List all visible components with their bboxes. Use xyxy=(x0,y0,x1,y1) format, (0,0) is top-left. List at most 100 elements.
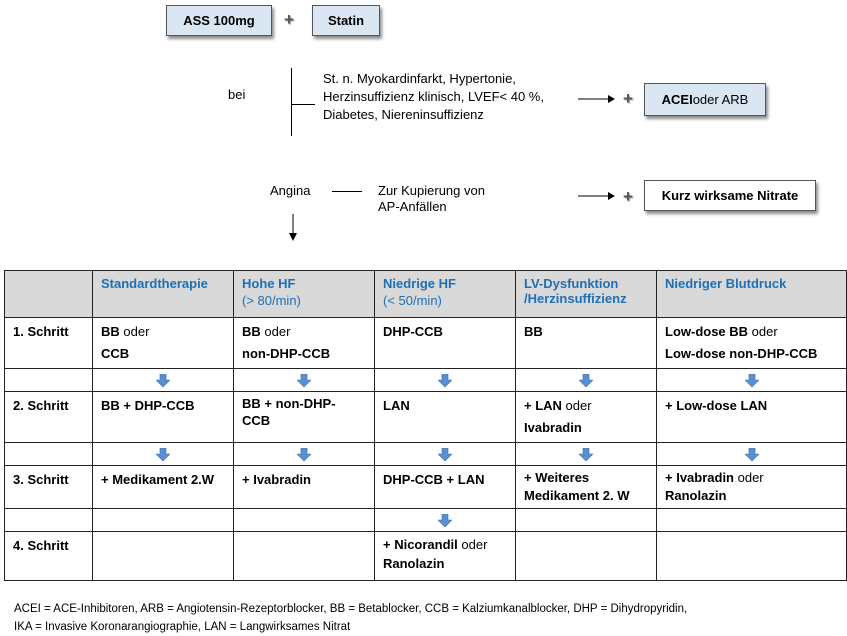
step-label: 3. Schritt xyxy=(4,465,93,509)
acei-rest-label: oder ARB xyxy=(692,92,749,107)
statin-box: Statin xyxy=(312,5,380,36)
table-cell: LAN xyxy=(374,391,516,443)
table-cell: + Medikament 2.W xyxy=(92,465,234,509)
table-cell: + Low-dose LAN xyxy=(656,391,847,443)
ass-box: ASS 100mg xyxy=(166,5,272,36)
table-cell xyxy=(4,368,93,392)
table-cell xyxy=(4,442,93,466)
table-cell: + Ivabradin xyxy=(233,465,375,509)
header-cell: Niedrige HF (< 50/min) xyxy=(374,270,516,318)
header-subtitle: /Herzinsuffizienz xyxy=(524,291,627,306)
header-subtitle: (> 80/min) xyxy=(242,293,301,308)
table-cell xyxy=(233,531,375,581)
plus-icon: + xyxy=(623,89,633,108)
header-title: Niedriger Blutdruck xyxy=(665,276,787,291)
kupierung-line: Zur Kupierung von xyxy=(378,183,485,198)
arrow-right-icon xyxy=(578,95,615,103)
header-cell xyxy=(4,270,93,318)
bei-label: bei xyxy=(228,87,246,102)
down-arrow-icon xyxy=(156,373,170,387)
arrow-down-icon xyxy=(289,214,297,241)
down-arrow-icon xyxy=(744,447,759,461)
table-cell: BB + DHP-CCB xyxy=(92,391,234,443)
step-label: 1. Schritt xyxy=(4,317,93,369)
table-cell xyxy=(92,442,234,466)
down-arrow-icon xyxy=(297,447,311,461)
bracket-horizontal-line xyxy=(291,104,315,105)
step-label: 4. Schritt xyxy=(4,531,93,581)
header-title: LV-Dysfunktion xyxy=(524,276,619,291)
plus-icon: + xyxy=(623,187,633,206)
table-cell xyxy=(515,368,657,392)
table-cell xyxy=(374,508,516,532)
header-title: Hohe HF xyxy=(242,276,296,291)
header-title: Standardtherapie xyxy=(101,276,208,291)
header-cell: Niedriger Blutdruck xyxy=(656,270,847,318)
table-row: 3. Schritt + Medikament 2.W + Ivabradin … xyxy=(4,465,847,509)
arrow-row xyxy=(4,442,847,466)
table-cell xyxy=(656,531,847,581)
down-arrow-icon xyxy=(156,447,170,461)
angina-label: Angina xyxy=(270,183,311,198)
legend-line: ACEI = ACE-Inhibitoren, ARB = Angiotensi… xyxy=(14,603,688,615)
down-arrow-icon xyxy=(438,513,452,527)
arrow-row xyxy=(4,508,847,532)
step-label: 2. Schritt xyxy=(4,391,93,443)
header-title: Niedrige HF xyxy=(383,276,456,291)
legend-line: IKA = Invasive Koronarangiographie, LAN … xyxy=(14,621,351,633)
table-cell xyxy=(656,508,847,532)
table-cell xyxy=(656,368,847,392)
header-subtitle: (< 50/min) xyxy=(383,293,442,308)
down-arrow-icon xyxy=(438,447,452,461)
table-cell xyxy=(233,508,375,532)
table-cell xyxy=(4,508,93,532)
acei-label: ACEI xyxy=(661,92,693,107)
table-cell xyxy=(515,531,657,581)
kupierung-text: Zur Kupierung von AP-Anfällen xyxy=(378,183,485,215)
plus-icon: + xyxy=(284,10,294,29)
condition-line: St. n. Myokardinfarkt, Hypertonie, xyxy=(323,71,516,86)
table-cell xyxy=(374,368,516,392)
kupierung-line: AP-Anfällen xyxy=(378,199,447,214)
table-cell: DHP-CCB + LAN xyxy=(374,465,516,509)
nitrate-box: Kurz wirksame Nitrate xyxy=(644,180,816,211)
table-cell xyxy=(233,368,375,392)
table-cell xyxy=(515,508,657,532)
acei-box: ACEI oder ARB xyxy=(644,83,766,116)
condition-line: Herzinsuffizienz klinisch, LVEF< 40 %, xyxy=(323,89,544,104)
header-cell: Standardtherapie xyxy=(92,270,234,318)
condition-line: Diabetes, Niereninsuffizienz xyxy=(323,107,484,122)
table-cell xyxy=(92,531,234,581)
conditions-text: St. n. Myokardinfarkt, Hypertonie, Herzi… xyxy=(323,70,544,124)
table-cell xyxy=(233,442,375,466)
therapy-table: Standardtherapie Hohe HF (> 80/min) Niedr… xyxy=(4,270,847,581)
table-row: 2. Schritt BB + DHP-CCB BB + non-DHP-CCB… xyxy=(4,391,847,443)
angina-connector-line xyxy=(332,191,362,192)
table-cell xyxy=(515,442,657,466)
table-cell xyxy=(92,368,234,392)
table-cell: BB xyxy=(515,317,657,369)
header-cell: Hohe HF (> 80/min) xyxy=(233,270,375,318)
arrow-row xyxy=(4,368,847,392)
down-arrow-icon xyxy=(579,373,593,387)
nitrate-label: Kurz wirksame Nitrate xyxy=(661,188,799,203)
down-arrow-icon xyxy=(438,373,452,387)
down-arrow-icon xyxy=(579,447,593,461)
bracket-vertical-line xyxy=(291,68,292,136)
arrow-right-icon xyxy=(578,192,615,200)
legend: ACEI = ACE-Inhibitoren, ARB = Angiotensi… xyxy=(14,600,687,636)
table-cell xyxy=(92,508,234,532)
table-cell xyxy=(374,442,516,466)
statin-label: Statin xyxy=(327,13,365,28)
down-arrow-icon xyxy=(297,373,311,387)
ass-label: ASS 100mg xyxy=(183,13,255,28)
